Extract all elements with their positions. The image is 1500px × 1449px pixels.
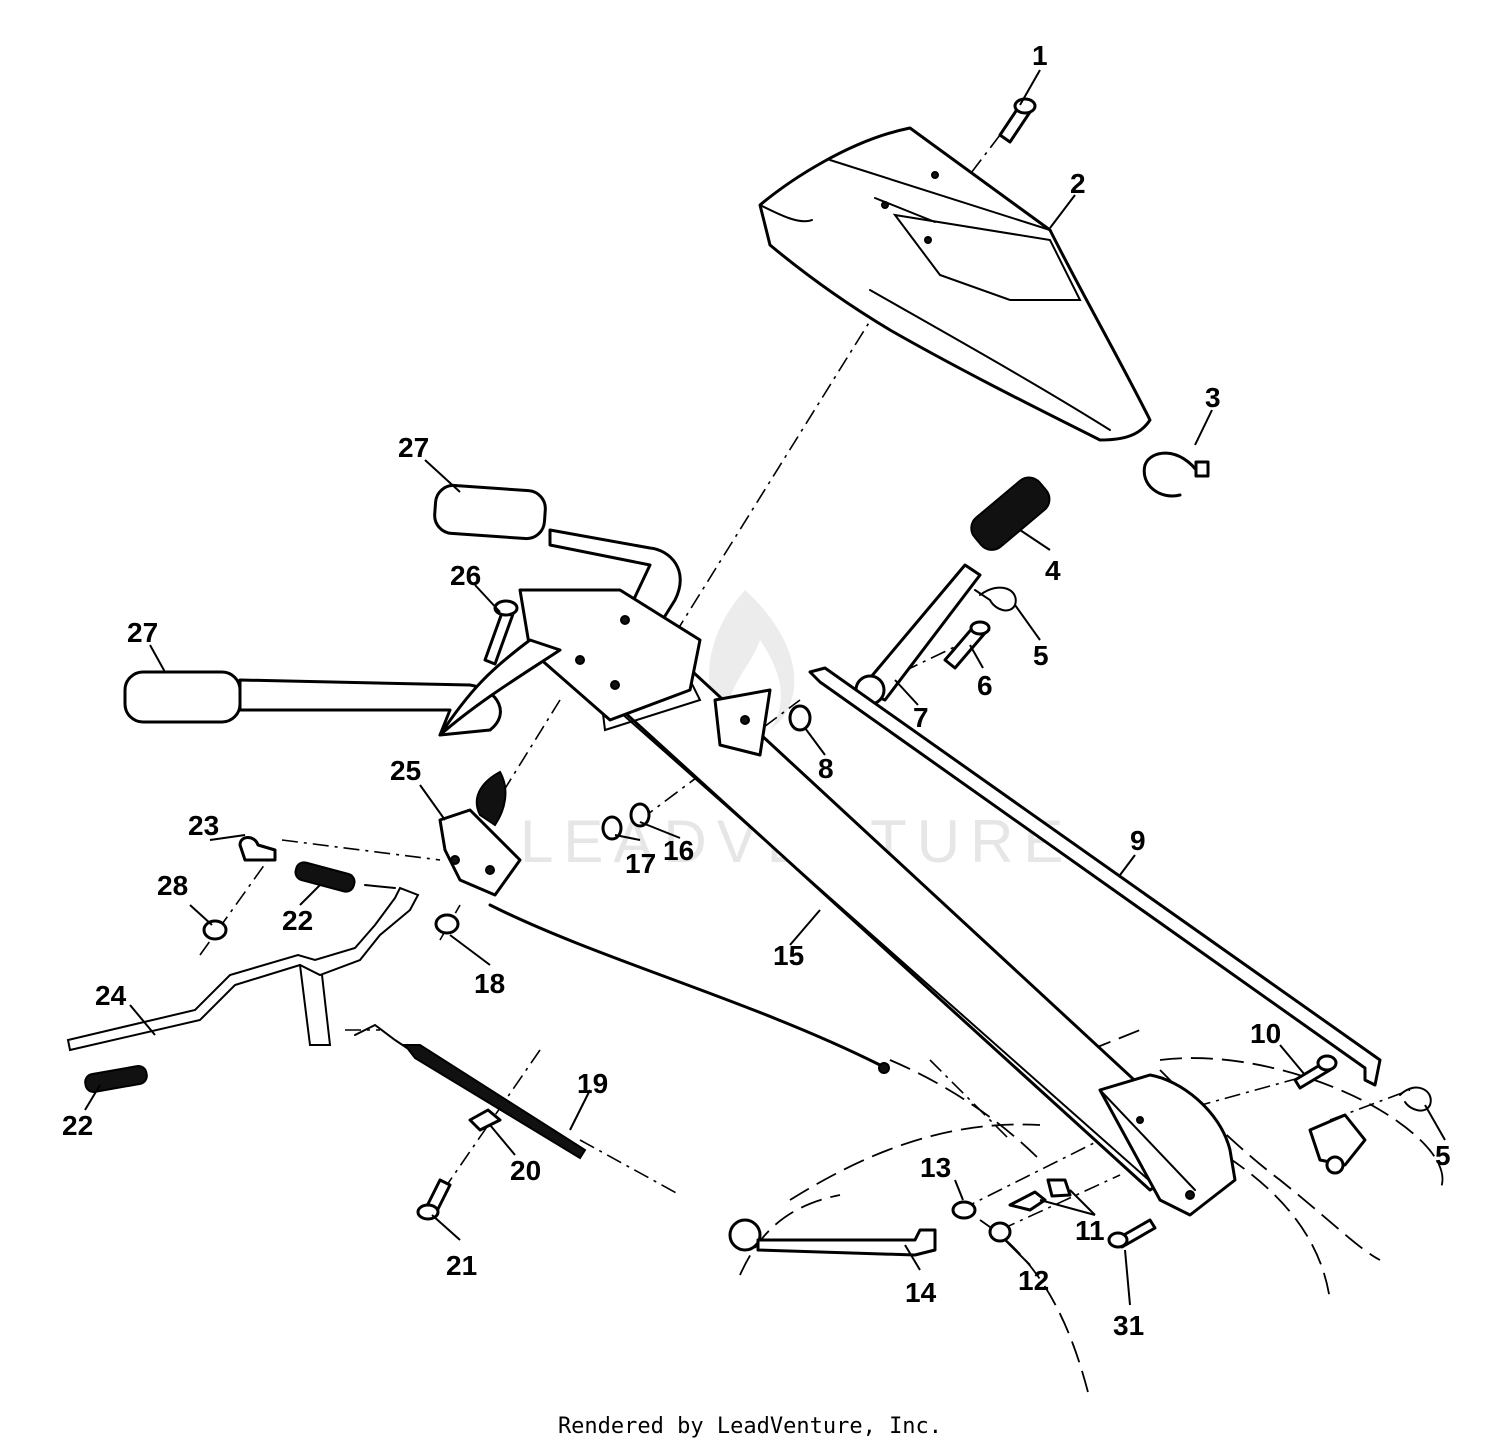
- callout-1: 1: [1032, 40, 1048, 71]
- callout-22: 22: [282, 905, 313, 936]
- handle-grip-lower: [123, 670, 242, 724]
- callout-labels: 1 2 3 4 5 5 6 7 8 9 10 11 12 13 14 15 16…: [62, 40, 1451, 1341]
- callout-11: 11: [1075, 1215, 1105, 1246]
- control-bracket: [438, 770, 522, 897]
- callout-21: 21: [446, 1250, 477, 1281]
- callout-16: 16: [663, 835, 694, 866]
- callout-26: 26: [450, 560, 481, 591]
- washer: [601, 802, 651, 841]
- cam-plate: [1008, 1178, 1072, 1212]
- nut: [202, 913, 460, 941]
- spacer: [788, 704, 812, 732]
- shift-lever: [854, 563, 982, 706]
- tube-bracket: [713, 688, 772, 757]
- cable-clip: [468, 1108, 502, 1132]
- hairpin-clip: [974, 586, 1017, 612]
- callout-5: 5: [1435, 1140, 1451, 1171]
- screw: [416, 1178, 452, 1221]
- throttle-cable: [488, 903, 890, 1074]
- control-rod: [66, 884, 420, 1052]
- callout-5: 5: [1033, 640, 1049, 671]
- callout-27: 27: [398, 432, 429, 463]
- bolt: [943, 620, 991, 670]
- spring: [84, 861, 356, 1093]
- lever-grip: [970, 476, 1051, 551]
- clutch-cable: [354, 1023, 587, 1160]
- callout-18: 18: [474, 968, 505, 999]
- callout-31: 31: [1113, 1310, 1144, 1341]
- callout-8: 8: [818, 753, 834, 784]
- shield-cover: [758, 126, 1152, 442]
- handle-grip-upper: [433, 483, 547, 541]
- footer-credit: Rendered by LeadVenture, Inc.: [557, 1414, 943, 1439]
- callout-25: 25: [390, 755, 421, 786]
- leader-lines: [84, 69, 1446, 1306]
- callout-7: 7: [913, 702, 929, 733]
- callout-10: 10: [1250, 1018, 1281, 1049]
- shift-bracket: [1308, 1113, 1367, 1175]
- callout-23: 23: [188, 810, 219, 841]
- hairpin-clip: [1399, 1086, 1432, 1112]
- nut: [988, 1221, 1012, 1243]
- callout-24: 24: [95, 980, 127, 1011]
- callout-28: 28: [157, 870, 188, 901]
- callout-6: 6: [977, 670, 993, 701]
- callout-19: 19: [577, 1068, 608, 1099]
- bolt: [1107, 1218, 1157, 1249]
- callout-14: 14: [905, 1277, 937, 1308]
- handle-base-bracket: [1098, 1073, 1237, 1217]
- screw: [998, 97, 1037, 144]
- callout-17: 17: [625, 848, 656, 879]
- shift-rod: [808, 666, 1382, 1087]
- callout-3: 3: [1205, 382, 1221, 413]
- handlebar: [238, 528, 702, 737]
- ring-clip: [1142, 451, 1210, 498]
- callout-12: 12: [1018, 1265, 1049, 1296]
- callout-20: 20: [510, 1155, 541, 1186]
- cable-clip: [238, 836, 277, 862]
- callout-15: 15: [773, 940, 804, 971]
- bolt: [1293, 1054, 1338, 1090]
- flame-logo-icon: [709, 590, 795, 730]
- callout-2: 2: [1070, 168, 1086, 199]
- callout-27: 27: [127, 617, 158, 648]
- callout-22: 22: [62, 1110, 93, 1141]
- washer: [951, 1200, 977, 1220]
- depth-lever: [728, 1218, 937, 1257]
- callout-13: 13: [920, 1152, 951, 1183]
- callout-9: 9: [1130, 825, 1146, 856]
- callout-4: 4: [1045, 555, 1061, 586]
